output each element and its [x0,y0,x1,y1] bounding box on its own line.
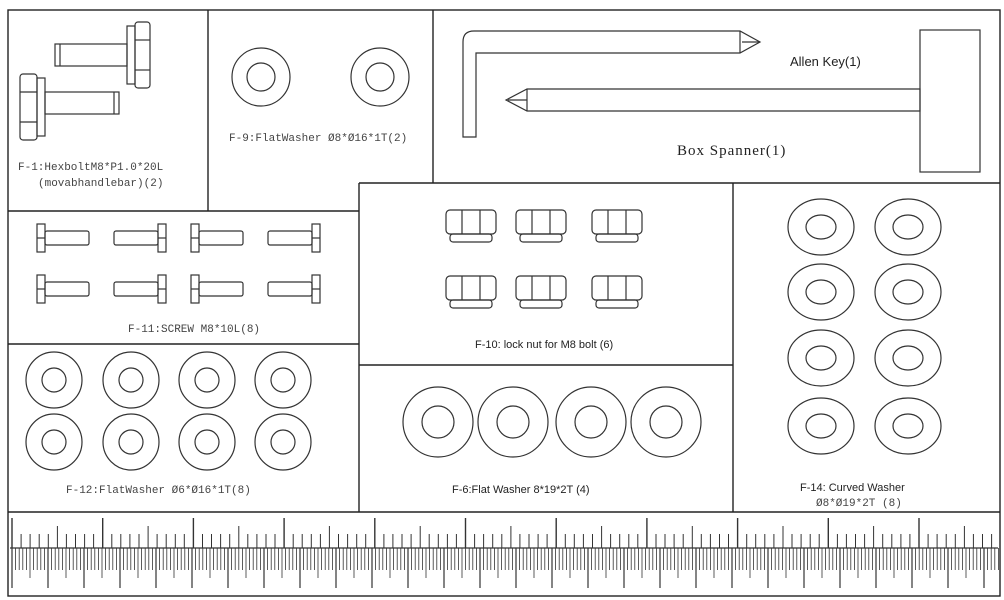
screw-panel: F-11:SCREW M8*10L(8) [36,223,321,336]
hex-bolt-icon [54,21,151,89]
screw-icon [113,223,167,253]
flat-washer-icon [477,386,549,458]
hex-bolt-label: F-1:HexboltM8*P1.0*20L [18,162,163,174]
flat-washer-icon [102,351,160,409]
box-spanner-icon [504,29,981,173]
curved-washer-icon [874,263,942,321]
flatwasher-f6-label: F-6:Flat Washer 8*19*2T (4) [452,484,590,496]
flat-washer-icon [25,413,83,471]
curved-washer-icon [787,198,855,256]
ruler-scale [10,518,999,588]
flatwasher-f6-panel: F-6:Flat Washer 8*19*2T (4) [402,386,702,496]
curved-washer-icon [787,263,855,321]
hex-bolt-panel: F-1:HexboltM8*P1.0*20L (movabhandlebar)(… [18,21,163,190]
curved-washer-panel: F-14: Curved Washer Ø8*Ø19*2T (8) [787,198,942,510]
allen-key-icon [462,30,762,138]
flat-washer-icon [178,413,236,471]
flatwasher-f9-label: F-9:FlatWasher Ø8*Ø16*1T(2) [229,133,407,145]
lock-nut-label: F-10: lock nut for M8 bolt (6) [475,339,613,351]
lock-nut-icon [515,275,567,309]
curved-washer-icon [874,329,942,387]
curved-washer-label-sub: Ø8*Ø19*2T (8) [816,498,902,510]
hex-bolt-label-sub: (movabhandlebar)(2) [38,178,163,190]
curved-washer-label: F-14: Curved Washer [800,482,905,494]
flat-washer-icon [350,47,410,107]
tools-panel: Allen Key(1) Box Spanner(1) [462,29,981,173]
lock-nut-icon [445,209,497,243]
curved-washer-icon [787,329,855,387]
screw-icon [267,223,321,253]
hex-bolt-icon [19,73,120,141]
lock-nut-icon [515,209,567,243]
flatwasher-f12-panel: F-12:FlatWasher Ø6*Ø16*1T(8) [25,351,312,497]
curved-washer-icon [874,198,942,256]
flat-washer-icon [102,413,160,471]
flat-washer-icon [402,386,474,458]
screw-icon [190,274,244,304]
screw-icon [36,274,90,304]
flat-washer-icon [178,351,236,409]
lock-nut-icon [591,275,643,309]
flat-washer-icon [630,386,702,458]
screw-icon [267,274,321,304]
flat-washer-icon [254,413,312,471]
screw-label: F-11:SCREW M8*10L(8) [128,324,260,336]
flat-washer-icon [555,386,627,458]
flat-washer-icon [254,351,312,409]
screw-icon [113,274,167,304]
lock-nut-icon [591,209,643,243]
curved-washer-icon [787,397,855,455]
flat-washer-icon [231,47,291,107]
flatwasher-f12-label: F-12:FlatWasher Ø6*Ø16*1T(8) [66,485,251,497]
flatwasher-f9-panel: F-9:FlatWasher Ø8*Ø16*1T(2) [229,47,410,145]
box-spanner-label: Box Spanner(1) [677,143,786,159]
screw-icon [36,223,90,253]
allen-key-label: Allen Key(1) [790,54,861,69]
lock-nut-panel: F-10: lock nut for M8 bolt (6) [445,209,643,351]
flat-washer-icon [25,351,83,409]
lock-nut-icon [445,275,497,309]
curved-washer-icon [874,397,942,455]
screw-icon [190,223,244,253]
panel-frames [7,9,1001,597]
